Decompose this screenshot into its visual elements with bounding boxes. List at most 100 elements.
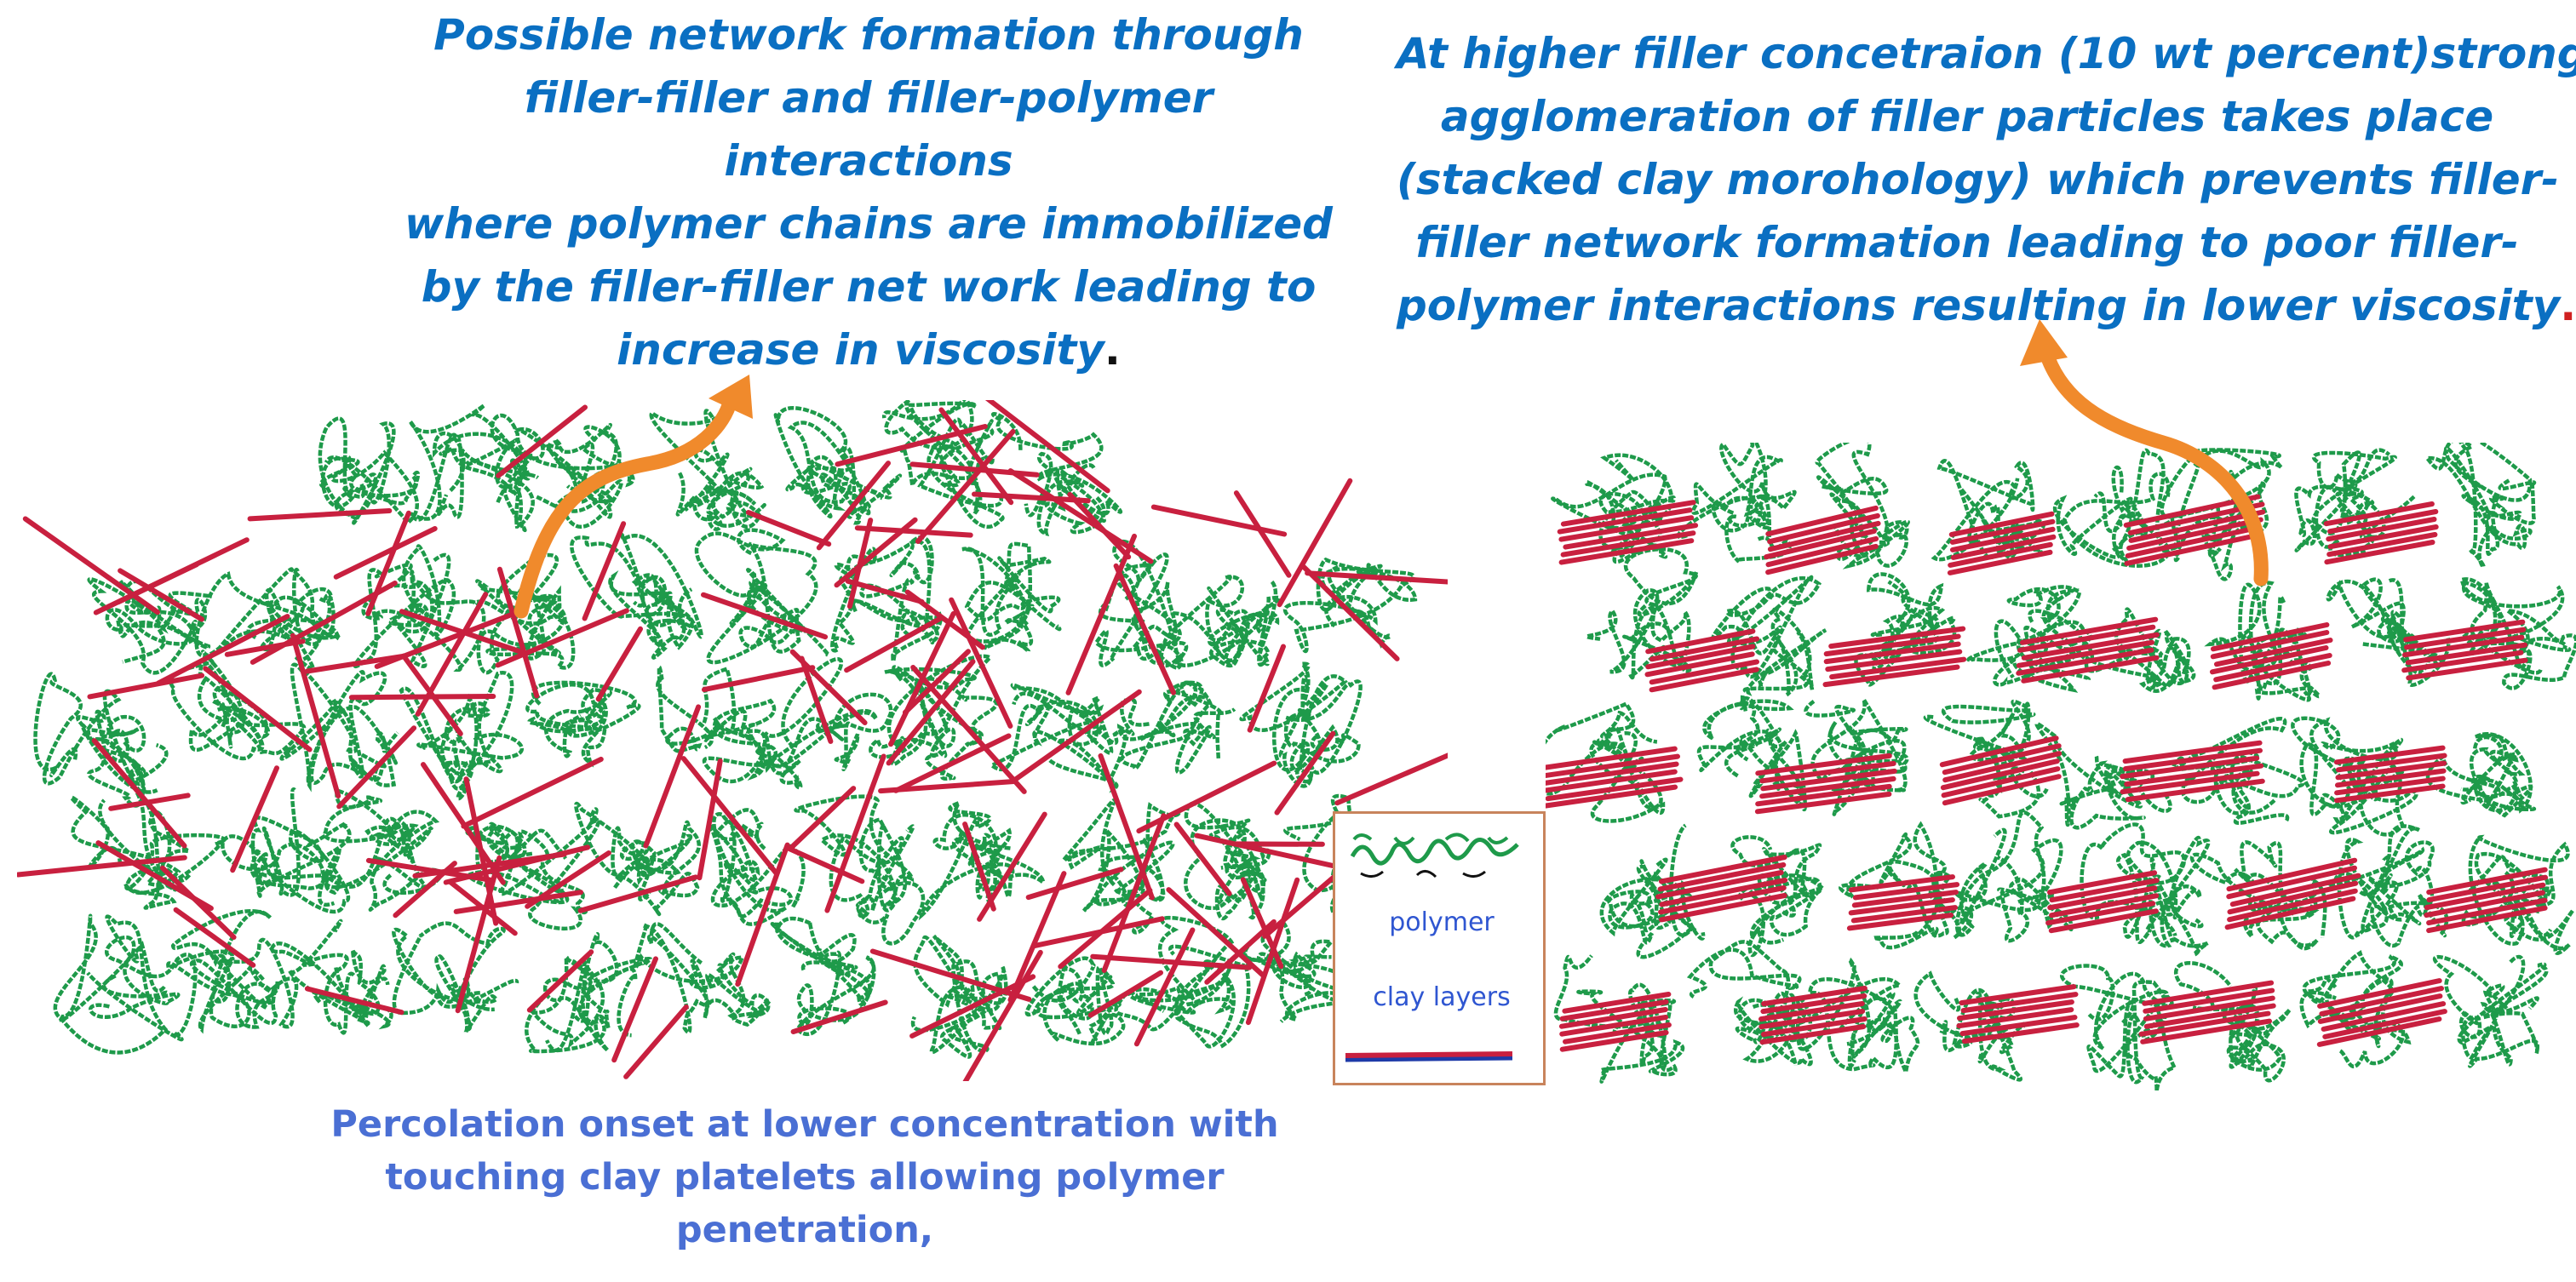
clay-platelet	[1658, 855, 1787, 884]
polymer-coil	[1630, 859, 1706, 941]
polymer-coil	[2291, 716, 2405, 826]
clay-platelet	[2327, 509, 2439, 535]
bottom-percolation-caption: Percolation onset at lower concentration…	[307, 1098, 1303, 1256]
polymer-coil	[2034, 722, 2143, 827]
clay-platelet	[1013, 689, 1142, 782]
clay-platelet	[365, 510, 411, 616]
clay-platelet	[1560, 500, 1696, 527]
clay-platelet	[2424, 882, 2546, 911]
polymer-coil	[1036, 982, 1126, 1046]
clay-platelet	[2334, 775, 2446, 796]
clay-platelet	[1941, 766, 2061, 798]
polymer-coil	[498, 807, 600, 931]
clay-platelet	[2143, 987, 2275, 1014]
polymer-coil	[952, 827, 1046, 907]
clay-platelet	[1173, 821, 1232, 896]
legend-polymer-label: polymer	[1389, 907, 1495, 937]
polymer-coil	[246, 587, 341, 672]
clay-platelet	[1546, 769, 1678, 793]
bottom-caption-line-3: penetration,	[675, 1209, 934, 1251]
polymer-coil	[689, 952, 772, 1027]
polymer-coil	[53, 913, 169, 1055]
clay-platelet	[2049, 878, 2160, 903]
clay-platelet	[412, 851, 567, 879]
clay-platelet	[1942, 774, 2062, 806]
clay-platelet	[2224, 896, 2356, 930]
polymer-coil	[816, 692, 893, 771]
clay-platelet	[1133, 927, 1196, 1047]
polymer-coil	[1546, 701, 1658, 796]
clay-platelet	[2229, 873, 2361, 907]
clay-platelet	[230, 765, 279, 873]
legend-polymer-swatch-icon	[1350, 833, 1519, 879]
clay-platelet	[1644, 651, 1755, 678]
clay-platelet	[2426, 905, 2548, 934]
clay-platelet	[1767, 512, 1880, 545]
clay-platelet	[496, 566, 540, 699]
clay-platelet	[2047, 870, 2158, 896]
clay-platelet	[1649, 659, 1759, 685]
polymer-coil	[2432, 954, 2549, 1060]
clay-platelet	[1851, 890, 1959, 908]
clay-platelet	[2403, 619, 2526, 643]
polymer-coil	[190, 937, 299, 1029]
polymer-coil	[633, 921, 746, 1034]
clay-platelet	[1649, 636, 1760, 662]
clay-platelet	[108, 793, 191, 811]
polymer-coil	[76, 709, 158, 808]
polymer-coil	[1696, 693, 1794, 778]
clay-platelet	[87, 672, 205, 700]
left-caption-line-3: interactions	[724, 136, 1013, 186]
polymer-coil	[1746, 873, 1826, 957]
clay-platelet	[2016, 647, 2154, 676]
clay-platelet	[1101, 813, 1167, 973]
clay-platelet	[1204, 919, 1277, 985]
clay-platelet	[304, 986, 404, 1016]
clay-platelet	[2405, 642, 2528, 666]
clay-platelet	[824, 753, 886, 913]
clay-platelet	[1274, 730, 1336, 816]
left-caption-line-5: by the filler-filler net work leading to	[421, 262, 1317, 312]
polymer-coil	[882, 400, 983, 515]
clay-platelet	[1649, 667, 1759, 693]
clay-platelet	[1825, 649, 1963, 672]
polymer-coil	[706, 812, 794, 926]
polymer-coil	[353, 544, 456, 669]
clay-platelet	[1546, 776, 1684, 802]
left-caption-line-2: filler-filler and filler-polymer	[524, 73, 1213, 123]
clay-platelet	[1645, 644, 1756, 670]
clay-platelet	[1007, 468, 1154, 564]
clay-platelet	[2020, 616, 2159, 645]
clay-platelet	[1765, 505, 1879, 537]
legend-box: polymer clay layers	[1333, 811, 1546, 1085]
clay-platelet	[1755, 753, 1892, 776]
clay-platelet	[336, 725, 417, 810]
clay-platelet	[2321, 1001, 2447, 1032]
clay-platelet	[680, 756, 779, 876]
polymer-coil	[2326, 824, 2425, 940]
clay-platelet	[1233, 490, 1292, 578]
polymer-coil	[1114, 916, 1235, 1032]
clay-platelet	[2317, 993, 2443, 1024]
polymer-coil	[773, 406, 871, 518]
polymer-coil	[320, 787, 434, 890]
stacked-clay-illustration	[1546, 443, 2576, 1093]
clay-platelet	[1755, 783, 1892, 807]
clay-platelet	[2047, 885, 2158, 911]
clay-platelet	[1563, 523, 1699, 550]
clay-platelet	[173, 907, 256, 968]
clay-platelet	[595, 626, 643, 702]
clay-platelet	[789, 649, 868, 725]
polymer-coil	[1036, 451, 1106, 537]
left-caption-period: .	[1104, 325, 1121, 375]
polymer-coil	[525, 932, 619, 1054]
clay-platelet	[2143, 1003, 2276, 1029]
polymer-coil	[918, 798, 1015, 921]
clay-platelet	[2125, 778, 2265, 803]
polymer-coil	[794, 794, 915, 913]
polymer-coil	[2326, 577, 2442, 667]
clay-platelet	[1090, 953, 1253, 970]
clay-platelet	[745, 510, 832, 547]
clay-platelet	[1065, 533, 1137, 695]
clay-platelet	[1950, 526, 2056, 552]
